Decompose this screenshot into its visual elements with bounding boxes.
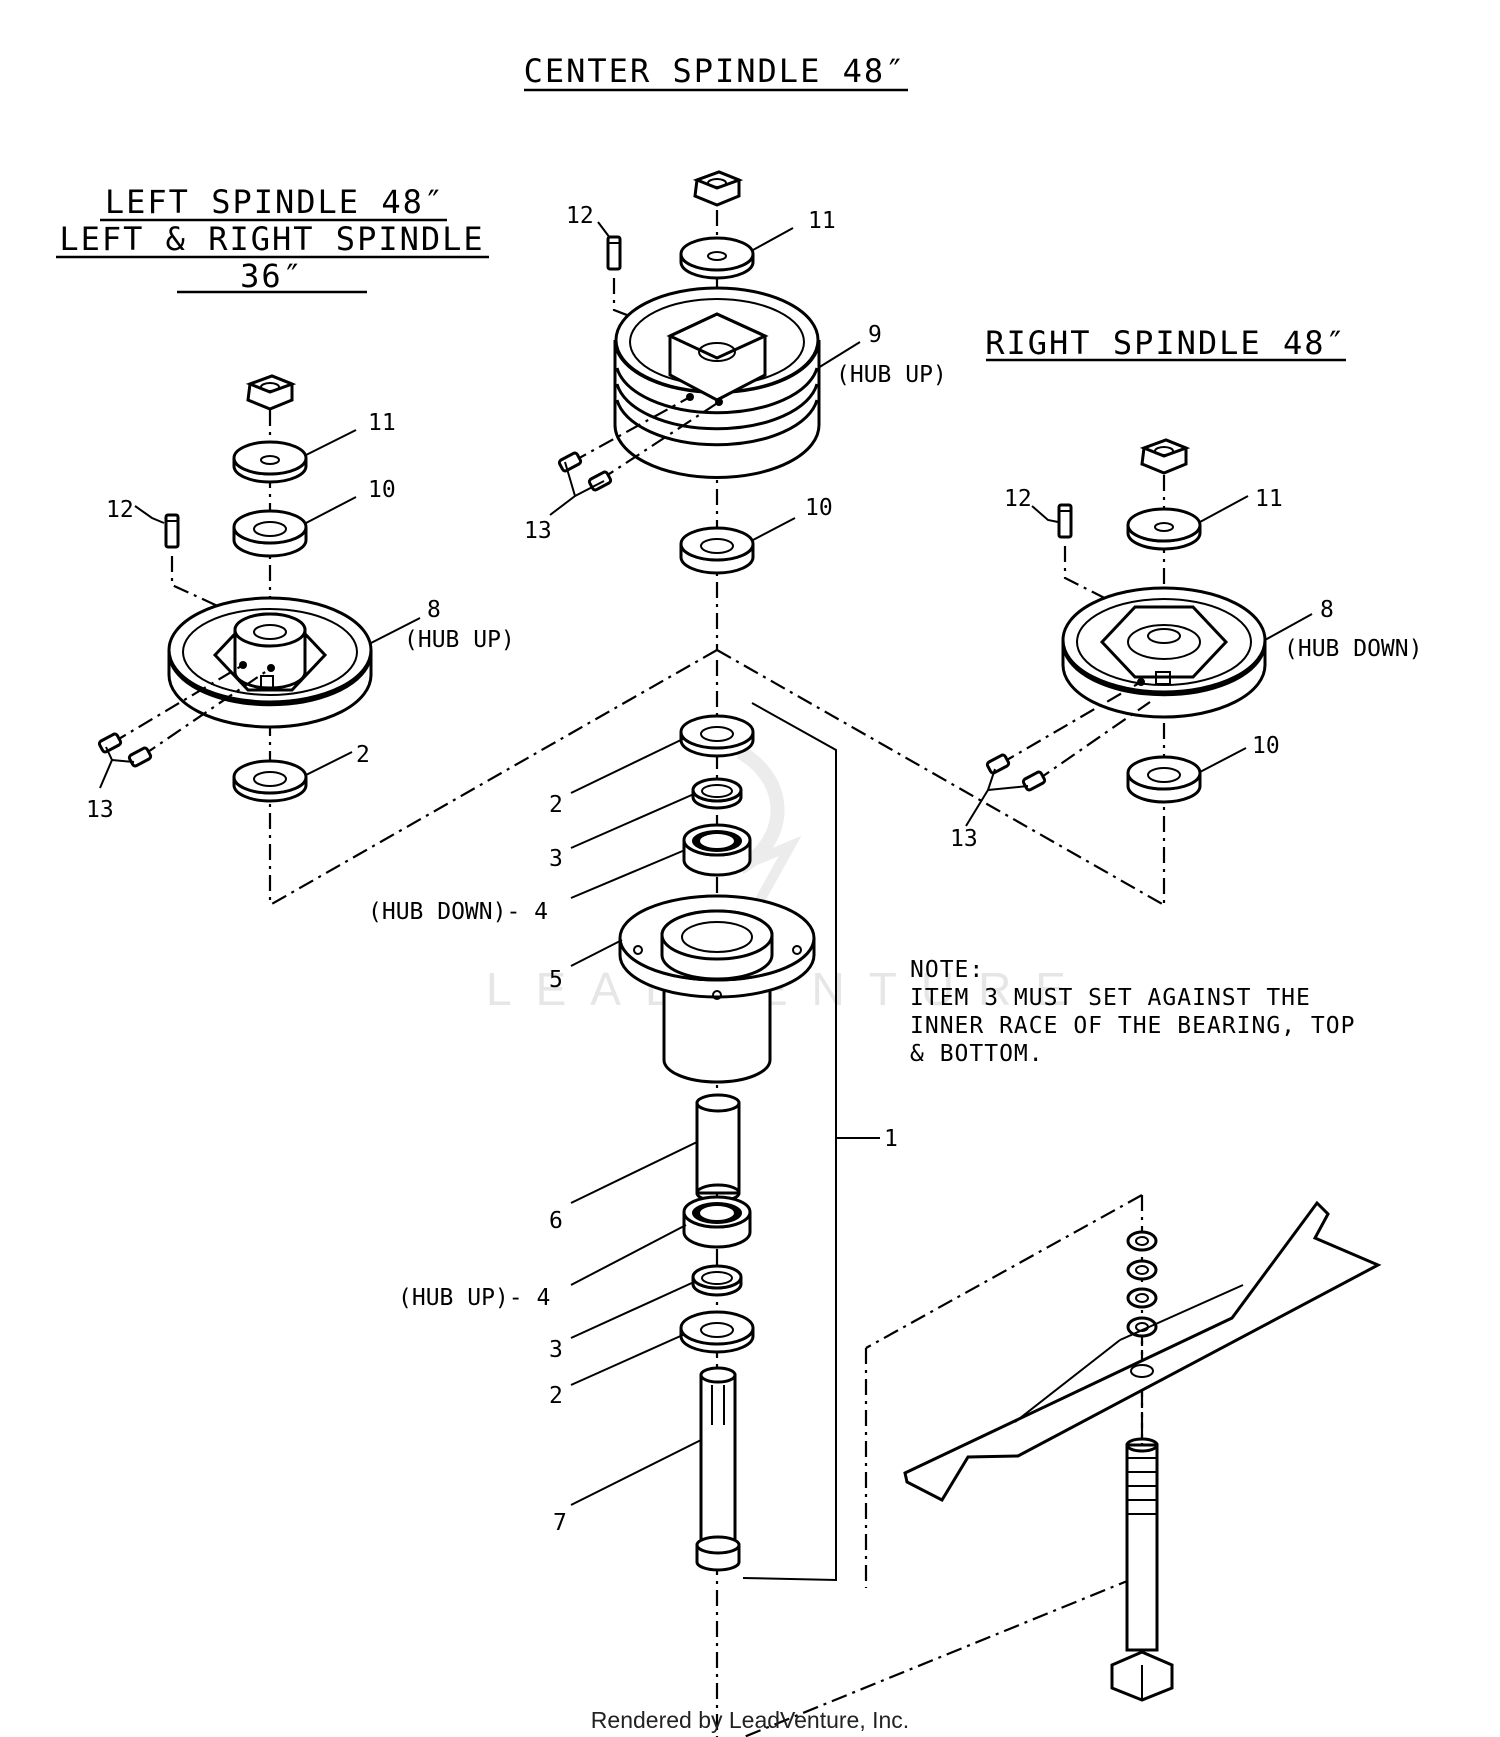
leader-lines [99,221,1313,1506]
center-spindle-assembly [557,170,821,575]
upper-bearing-4 [682,823,752,877]
callout-3-lower: 3 [549,1337,563,1363]
center-key-12 [606,235,718,352]
lower-washer-2 [679,1310,755,1354]
callout-10-left: 10 [368,477,396,503]
main-spindle-stack [618,702,880,1582]
right-washer-11 [1126,507,1202,551]
callout-12-right: 12 [1004,486,1032,512]
left-nut [245,374,297,411]
callout-12-left: 12 [106,497,134,523]
note-line-4: & BOTTOM. [910,1041,1044,1067]
mower-blade [903,1200,1382,1502]
callout-11-center: 11 [808,208,836,234]
tube-6 [695,1093,741,1203]
note-line-1: NOTE: [910,957,984,983]
callout-9-note: (HUB UP) [836,362,947,388]
left-spindle-title-line3: 36″ [240,257,304,295]
blade-bolt [1110,1437,1174,1702]
callout-labels: 12 11 9 (HUB UP) 13 10 11 10 12 8 (HUB U… [86,203,1422,1536]
callout-2-left: 2 [356,742,370,768]
upper-race-3 [691,777,743,810]
left-pulley-8 [167,596,373,729]
callout-5: 5 [549,967,563,993]
right-set-screws-13 [985,681,1151,792]
right-spacer-10 [1126,755,1202,804]
center-pulley-9 [613,286,821,479]
blade-washers [1126,1230,1158,1338]
callout-4-upper: (HUB DOWN)- 4 [368,899,548,925]
headings: CENTER SPINDLE 48″ LEFT SPINDLE 48″ LEFT… [56,52,1347,362]
center-nut [692,170,744,207]
callout-10-center: 10 [805,495,833,521]
lower-bearing-4 [682,1195,752,1249]
note-line-3: INNER RACE OF THE BEARING, TOP [910,1013,1355,1039]
right-spindle-assembly [985,438,1267,804]
callout-11-left: 11 [368,410,396,436]
housing-5 [618,894,816,1084]
left-washer-2 [232,759,308,803]
note-block: NOTE: ITEM 3 MUST SET AGAINST THE INNER … [910,957,1355,1067]
callout-8-left: 8 [427,597,441,623]
left-washer-11 [232,440,308,484]
callout-8-left-note: (HUB UP) [404,627,515,653]
upper-washer-2 [679,714,755,758]
callout-6: 6 [549,1208,563,1234]
callout-13-center: 13 [524,518,552,544]
note-line-2: ITEM 3 MUST SET AGAINST THE [910,985,1311,1011]
right-pulley-8 [1061,586,1267,719]
lower-race-3 [691,1264,743,1297]
left-spacer-10 [232,509,308,558]
callout-7: 7 [553,1510,567,1536]
render-credit: Rendered by LeadVenture, Inc. [591,1707,909,1733]
callout-9: 9 [868,322,882,348]
callout-13-left: 13 [86,797,114,823]
right-nut [1139,438,1191,475]
assembly-bracket-1 [742,702,880,1582]
callout-13-right: 13 [950,826,978,852]
left-spindle-title-line2: LEFT & RIGHT SPINDLE [59,220,484,258]
callout-2-lower: 2 [549,1383,563,1409]
callout-2-upper: 2 [549,792,563,818]
callout-12-center: 12 [566,203,594,229]
blade-assembly [903,1200,1382,1702]
shaft-7 [695,1366,741,1572]
callout-8-right: 8 [1320,597,1334,623]
center-spindle-title: CENTER SPINDLE 48″ [524,52,907,90]
callout-4-lower: (HUB UP)- 4 [398,1285,550,1311]
callout-11-right: 11 [1255,486,1283,512]
callout-3-upper: 3 [549,846,563,872]
left-spindle-title-line1: LEFT SPINDLE 48″ [105,183,445,221]
center-spacer-10 [679,526,755,575]
right-spindle-title: RIGHT SPINDLE 48″ [985,324,1347,362]
callout-10-right: 10 [1252,733,1280,759]
left-spindle-assembly [97,374,373,803]
callout-8-right-note: (HUB DOWN) [1284,636,1422,662]
center-washer-11 [679,236,755,280]
callout-1: 1 [884,1126,898,1152]
left-set-screws-13 [97,664,272,768]
